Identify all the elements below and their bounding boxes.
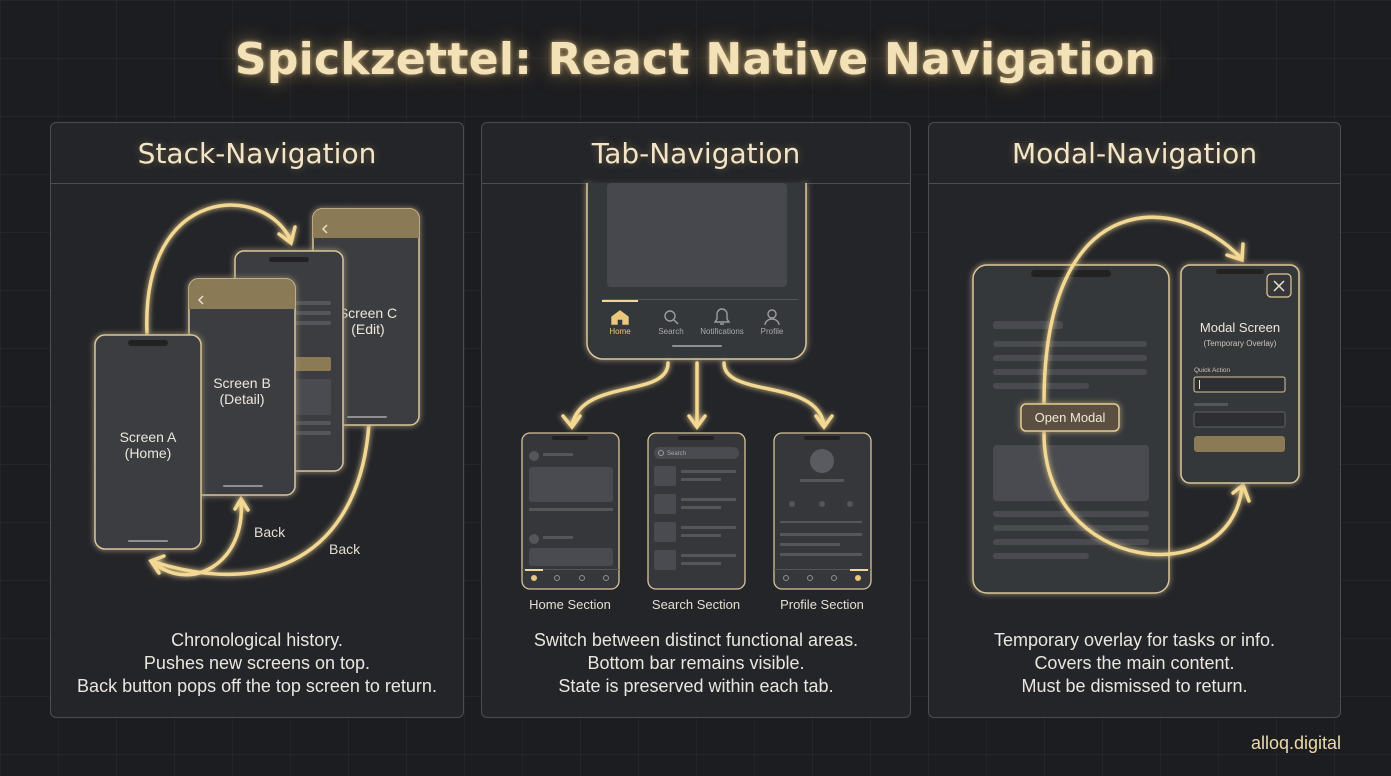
- modal-input[interactable]: [1193, 411, 1286, 428]
- modal-title: Modal Screen: [1200, 320, 1280, 335]
- search-icon: [658, 450, 664, 456]
- home-section-label: Home Section: [529, 597, 611, 612]
- user-icon: [767, 309, 777, 319]
- tab-description: Switch between distinct functional areas…: [482, 629, 910, 698]
- stack-navigation-panel: Stack-Navigation Screen C (Edit): [50, 122, 464, 718]
- quick-action-label: Quick Action: [1194, 367, 1231, 374]
- modal-submit-button[interactable]: [1194, 436, 1285, 452]
- tab-navigation-panel: Tab-Navigation Home Search: [481, 122, 911, 718]
- close-icon: [1273, 280, 1285, 292]
- description-line: Chronological history.: [171, 630, 343, 650]
- screen-b-sublabel: (Detail): [219, 391, 264, 407]
- screen-c-sublabel: (Edit): [351, 321, 384, 337]
- search-section-phone: Search: [647, 432, 746, 590]
- open-modal-button-label: Open Modal: [1035, 410, 1106, 425]
- tab-main-phone: [586, 183, 807, 360]
- home-section-phone: [521, 432, 620, 590]
- stack-description: Chronological history. Pushes new screen…: [51, 629, 463, 698]
- footer-brand: alloq.digital: [1250, 733, 1341, 753]
- open-modal-button[interactable]: Open Modal: [1020, 403, 1120, 432]
- push-arrow: [145, 203, 293, 335]
- description-line: Covers the main content.: [1034, 653, 1235, 673]
- modal-subtitle: (Temporary Overlay): [1204, 339, 1277, 348]
- back-label-short: Back: [254, 524, 286, 540]
- stack-panel-heading: Stack-Navigation: [51, 123, 463, 184]
- home-icon: [611, 310, 629, 325]
- modal-panel-heading: Modal-Navigation: [929, 123, 1340, 184]
- description-line: Must be dismissed to return.: [1021, 676, 1248, 696]
- close-button[interactable]: [1266, 273, 1292, 298]
- description-line: Switch between distinct functional areas…: [533, 630, 859, 650]
- search-placeholder[interactable]: Search: [667, 451, 686, 457]
- description-line: Bottom bar remains visible.: [587, 653, 805, 673]
- search-icon: [664, 310, 676, 322]
- open-modal-arrow: [1042, 215, 1243, 405]
- back-arrow-long: [149, 421, 371, 577]
- description-line: Back button pops off the top screen to r…: [77, 676, 437, 696]
- avatar: [810, 449, 834, 473]
- description-line: State is preserved within each tab.: [558, 676, 834, 696]
- back-arrow-short-head: [233, 495, 250, 512]
- profile-section-phone: [773, 432, 872, 590]
- description-line: Temporary overlay for tasks or info.: [993, 630, 1276, 650]
- screen-b-phone: Screen B (Detail): [188, 278, 296, 496]
- screen-c-label: Screen C: [339, 305, 397, 321]
- tab-profile[interactable]: Profile: [761, 327, 784, 336]
- dismiss-modal-arrow: [1042, 431, 1244, 557]
- page-title: Spickzettel: React Native Navigation: [234, 34, 1157, 85]
- screen-a-phone: Screen A (Home): [94, 334, 202, 550]
- chevron-left-icon: [197, 295, 204, 305]
- tab-diagram: Home Search Notifications Profile: [521, 183, 872, 612]
- tab-home[interactable]: Home: [609, 327, 631, 336]
- stack-diagram: Screen C (Edit) Screen B (Detail): [94, 203, 420, 577]
- screen-b-label: Screen B: [213, 375, 271, 391]
- modal-navigation-panel: Modal-Navigation: [928, 122, 1341, 718]
- back-arrow-short: [152, 499, 243, 577]
- description-line: Pushes new screens on top.: [143, 653, 371, 673]
- arrow-to-profile: [722, 361, 826, 427]
- screen-a-sublabel: (Home): [125, 445, 172, 461]
- push-arrow-head: [277, 225, 297, 246]
- modal-screen-phone: Modal Screen (Temporary Overlay) Quick A…: [1180, 264, 1300, 484]
- search-section-label: Search Section: [652, 597, 740, 612]
- modal-description: Temporary overlay for tasks or info. Cov…: [929, 629, 1340, 698]
- back-label-long: Back: [329, 541, 361, 557]
- search-bar: [654, 447, 739, 459]
- chevron-left-icon: [321, 224, 328, 234]
- tab-search[interactable]: Search: [658, 327, 683, 336]
- arrow-to-home: [570, 361, 670, 427]
- screen-a-label: Screen A: [120, 429, 177, 445]
- quick-action-field[interactable]: [1193, 376, 1286, 393]
- profile-section-label: Profile Section: [780, 597, 864, 612]
- modal-diagram: Open Modal Modal Screen (Temporary Overl…: [972, 215, 1300, 594]
- tab-notifications[interactable]: Notifications: [700, 327, 744, 336]
- bell-icon: [713, 308, 731, 325]
- back-arrow-long-head: [148, 554, 166, 575]
